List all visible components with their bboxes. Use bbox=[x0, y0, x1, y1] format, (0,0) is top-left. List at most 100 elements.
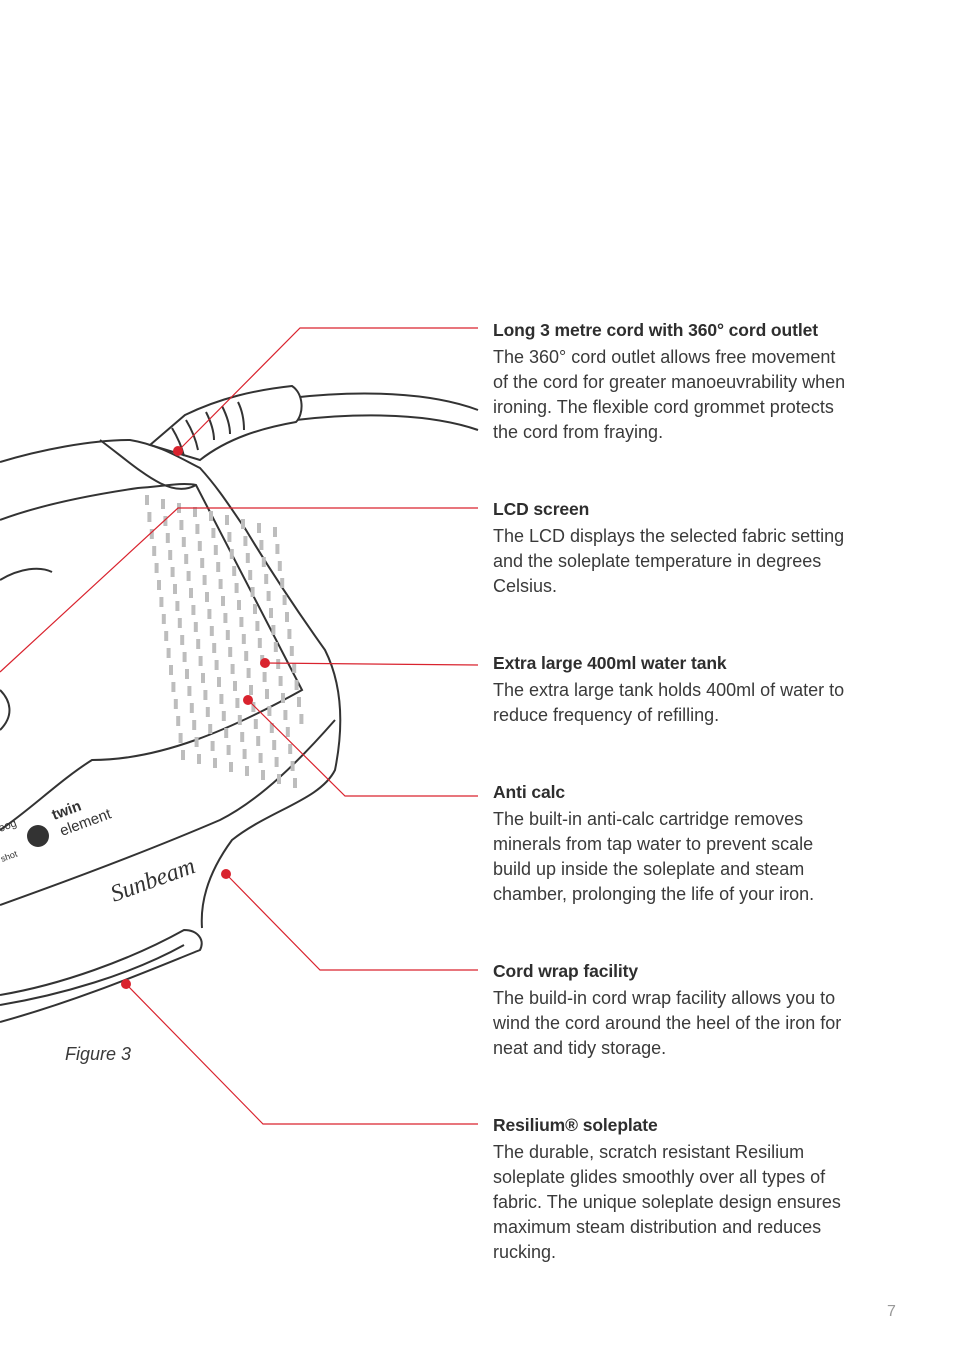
feature-anti-calc: Anti calc The built-in anti-calc cartrid… bbox=[493, 782, 893, 907]
tank-stripe bbox=[246, 668, 251, 678]
feature-title: Cord wrap facility bbox=[493, 961, 639, 981]
callout-cordwrap bbox=[225, 873, 478, 971]
tank-stripe bbox=[221, 596, 225, 606]
tank-stripe bbox=[262, 672, 267, 682]
tank-stripe bbox=[228, 647, 233, 657]
tank-stripe bbox=[294, 680, 299, 690]
tank-stripe bbox=[182, 652, 187, 662]
tank-stripe bbox=[147, 512, 152, 522]
tank-stripe bbox=[170, 567, 175, 577]
tank-stripe bbox=[205, 592, 209, 602]
feature-water-tank: Extra large 400ml water tank The extra l… bbox=[493, 653, 893, 728]
tank-stripe bbox=[227, 532, 232, 542]
tank-stripe bbox=[229, 549, 234, 559]
callout-anticalc bbox=[247, 699, 478, 797]
tank-stripe bbox=[210, 741, 215, 751]
tank-stripe bbox=[277, 774, 281, 784]
tank-stripe bbox=[200, 558, 205, 568]
tank-stripe bbox=[214, 660, 219, 670]
tank-stripe bbox=[198, 656, 203, 666]
tank-stripe bbox=[267, 706, 272, 716]
tank-stripe bbox=[216, 562, 221, 572]
tank-stripe bbox=[192, 720, 197, 730]
tank-stripe bbox=[189, 703, 194, 713]
tank-stripe bbox=[209, 511, 213, 521]
callout-lines bbox=[0, 327, 479, 1125]
tank-stripe bbox=[242, 749, 247, 759]
tank-stripe bbox=[145, 495, 149, 505]
tank-stripe bbox=[239, 617, 244, 627]
tank-stripe bbox=[161, 499, 165, 509]
tank-stripe bbox=[248, 570, 253, 580]
tank-stripe bbox=[164, 631, 169, 641]
tank-stripe bbox=[249, 685, 253, 695]
tank-stripe bbox=[261, 557, 266, 567]
tank-stripe bbox=[241, 519, 245, 529]
dot-cord bbox=[173, 446, 183, 456]
tank-stripe bbox=[154, 563, 159, 573]
tank-stripe bbox=[176, 716, 181, 726]
tank-stripe bbox=[269, 608, 273, 618]
tank-stripe bbox=[208, 724, 213, 734]
tank-stripe bbox=[189, 588, 193, 598]
tank-stripe bbox=[181, 537, 186, 547]
brand-logo: Sunbeam bbox=[107, 853, 199, 908]
tank-stripe bbox=[177, 618, 182, 628]
tank-stripe bbox=[205, 707, 210, 717]
tank-stripe bbox=[237, 600, 241, 610]
tank-stripe bbox=[272, 740, 277, 750]
feature-title: Anti calc bbox=[493, 782, 566, 802]
dot-soleplate bbox=[121, 979, 131, 989]
feature-cord: Long 3 metre cord with 360° cord outlet … bbox=[493, 320, 893, 445]
tank-stripe bbox=[193, 507, 197, 517]
tank-stripe bbox=[277, 561, 282, 571]
tank-stripe bbox=[186, 571, 191, 581]
feature-body: The build-in cord wrap facility allows y… bbox=[493, 988, 842, 1058]
tank-stripe bbox=[165, 533, 170, 543]
tank-stripe bbox=[288, 744, 293, 754]
tank-stripe bbox=[225, 630, 230, 640]
tank-stripe bbox=[299, 714, 304, 724]
tank-stripe bbox=[276, 659, 281, 669]
callout-dots bbox=[121, 446, 270, 989]
dot-cordwrap bbox=[221, 869, 231, 879]
tank-stripe bbox=[290, 761, 295, 771]
tank-stripe bbox=[202, 575, 207, 585]
tank-stripe bbox=[297, 697, 301, 707]
tank-stripe bbox=[161, 614, 166, 624]
tank-stripe bbox=[219, 694, 224, 704]
tank-stripe bbox=[234, 583, 239, 593]
tank-stripe bbox=[241, 634, 246, 644]
tank-stripe bbox=[237, 715, 242, 725]
tank-stripe bbox=[187, 686, 192, 696]
tank-stripe bbox=[178, 733, 183, 743]
tank-stripe bbox=[278, 676, 283, 686]
iron-body bbox=[0, 438, 342, 1023]
tank-stripe bbox=[281, 693, 285, 703]
tank-stripe bbox=[152, 546, 157, 556]
tank-stripe bbox=[274, 757, 279, 767]
tank-stripe bbox=[273, 527, 277, 537]
tank-stripe bbox=[218, 579, 223, 589]
tank-stripe bbox=[194, 737, 199, 747]
tank-stripe bbox=[184, 554, 189, 564]
tank-stripe bbox=[213, 758, 217, 768]
tank-stripe bbox=[283, 710, 288, 720]
tank-stripe bbox=[196, 639, 201, 649]
tank-stripe bbox=[203, 690, 208, 700]
feature-lcd: LCD screen The LCD displays the selected… bbox=[493, 499, 893, 599]
tank-stripe bbox=[221, 711, 226, 721]
tank-stripe bbox=[258, 753, 263, 763]
steam-shot-icon bbox=[27, 825, 49, 847]
tank-stripe bbox=[224, 728, 229, 738]
tank-stripe bbox=[244, 651, 249, 661]
tank-stripe bbox=[233, 681, 237, 691]
tank-stripe bbox=[193, 622, 198, 632]
tank-stripe bbox=[163, 516, 168, 526]
tank-stripe bbox=[232, 566, 237, 576]
tank-stripe bbox=[149, 529, 154, 539]
tank-stripe bbox=[207, 609, 212, 619]
tank-stripe bbox=[212, 643, 217, 653]
tank-stripe bbox=[289, 646, 294, 656]
